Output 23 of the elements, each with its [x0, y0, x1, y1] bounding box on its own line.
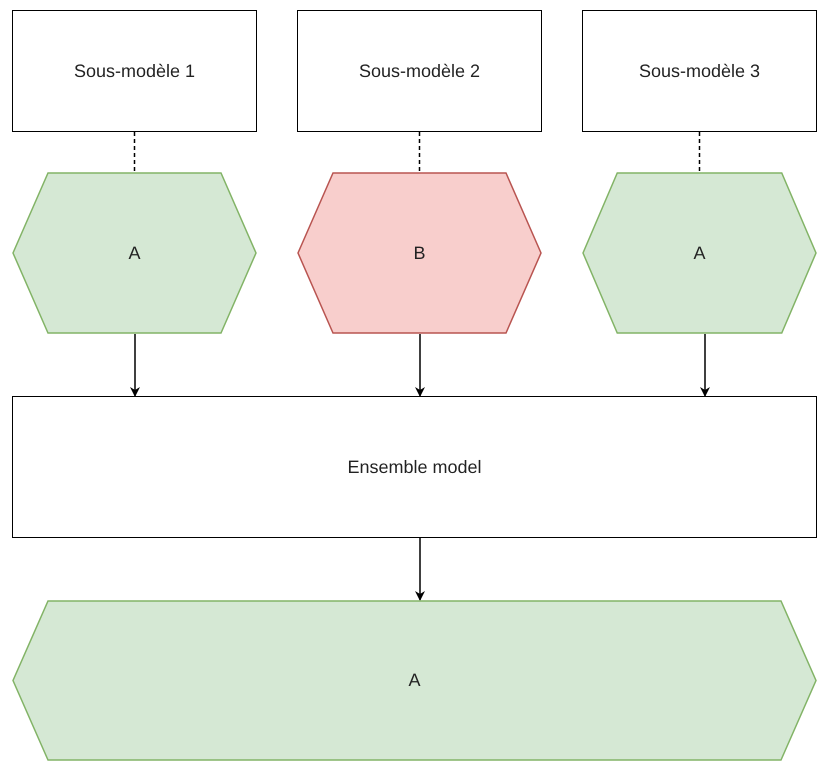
hexagon-node: [12, 600, 817, 761]
node-label: Sous-modèle 1: [74, 60, 196, 82]
hexagon-node: [12, 172, 257, 334]
node-label: Ensemble model: [347, 456, 482, 478]
node-label: A: [408, 669, 420, 692]
node-label: A: [693, 242, 706, 264]
node-label: A: [128, 242, 140, 264]
arrow: [700, 334, 710, 397]
connector-line: [418, 132, 420, 172]
connector-line: [698, 132, 700, 172]
arrow: [130, 334, 140, 397]
arrow: [415, 334, 425, 397]
node-label: Sous-modèle 2: [358, 60, 480, 82]
hexagon-node: [582, 172, 817, 334]
connector-line: [134, 132, 136, 172]
process-box: [12, 396, 817, 538]
hexagon-node: [297, 172, 542, 334]
node-label: Sous-modèle 3: [638, 60, 760, 82]
process-box: [297, 10, 542, 132]
process-box: [582, 10, 817, 132]
node-label: B: [413, 242, 426, 264]
arrow: [415, 538, 425, 601]
process-box: [12, 10, 257, 132]
